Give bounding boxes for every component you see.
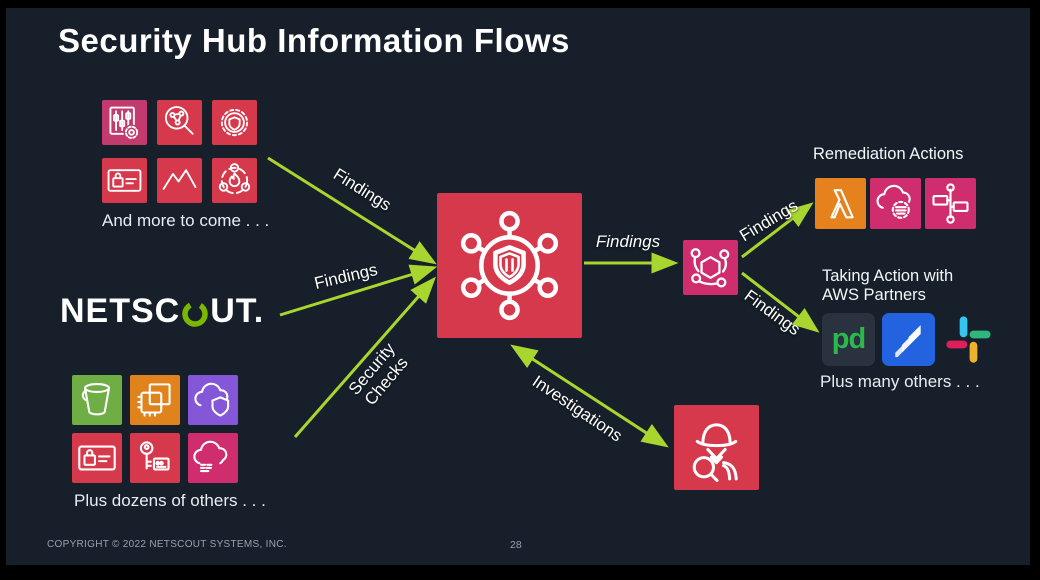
label-findings-remediation: Findings — [736, 195, 802, 246]
cloud-gear-icon — [870, 178, 921, 229]
security-hub-icon — [437, 193, 582, 338]
pagerduty-logo: pd — [822, 313, 875, 366]
partner-logos: pd — [822, 313, 995, 366]
sources-bottom-caption: Plus dozens of others . . . — [74, 491, 266, 510]
slide-title: Security Hub Information Flows — [58, 22, 570, 59]
flame-network-icon — [212, 158, 257, 203]
slide: Security Hub Information Flows Findings … — [6, 8, 1030, 565]
key-credentials-icon — [130, 433, 180, 483]
mountain-peaks-icon — [157, 158, 202, 203]
s3-bucket-icon — [72, 375, 122, 425]
remediation-icons — [815, 178, 976, 229]
partners-title: Taking Action with AWS Partners — [822, 267, 954, 304]
partners-caption: Plus many others . . . — [820, 372, 980, 391]
footer-copyright: COPYRIGHT © 2022 NETSCOUT SYSTEMS, INC. — [47, 539, 287, 550]
label-findings-netscout: Findings — [312, 260, 380, 293]
automation-flow-icon — [925, 178, 976, 229]
label-security-checks: Security Checks — [344, 339, 412, 409]
label-findings-top: Findings — [329, 164, 395, 215]
detective-icon — [674, 405, 759, 490]
arrow-investigations — [510, 344, 669, 448]
sources-top-caption: And more to come . . . — [102, 211, 270, 230]
arrow-security-checks — [293, 276, 436, 438]
jira-logo — [882, 313, 935, 366]
sliders-panel-gear-icon — [102, 100, 147, 145]
id-card-lock-icon — [102, 158, 147, 203]
label-findings-partners: Findings — [740, 286, 804, 340]
magnifier-network-icon — [157, 100, 202, 145]
cloud-shield-icon — [188, 375, 238, 425]
slack-logo — [942, 313, 995, 366]
id-card-lock-icon — [72, 433, 122, 483]
lambda-icon — [815, 178, 866, 229]
label-investigations: Investigations — [528, 371, 626, 446]
footer-page-number: 28 — [510, 539, 522, 551]
cloud-logs-icon — [188, 433, 238, 483]
security-services-grid — [102, 100, 257, 203]
gear-shield-icon — [212, 100, 257, 145]
remediation-title: Remediation Actions — [813, 145, 964, 163]
eventbridge-icon — [683, 240, 738, 295]
netscout-o-icon — [182, 300, 208, 327]
aws-services-grid — [72, 375, 238, 483]
label-findings-eventbridge: Findings — [595, 232, 661, 251]
compute-chip-icon — [130, 375, 180, 425]
